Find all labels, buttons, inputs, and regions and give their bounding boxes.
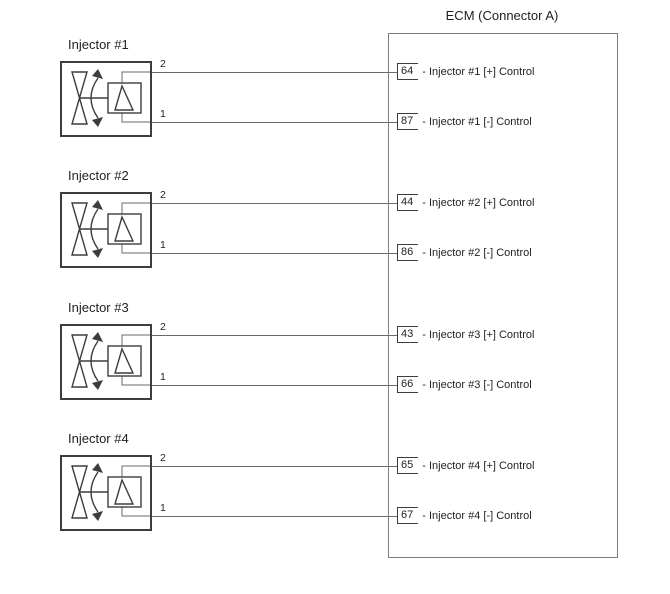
injector-symbol [60,324,152,400]
solenoid-box [107,213,142,245]
ecm-pin-66: 66 - Injector #3 [-] Control [397,376,532,393]
pin-label: - Injector #4 [-] Control [422,509,532,522]
ecm-pin-44: 44 - Injector #2 [+] Control [397,194,534,211]
ecm-title: ECM (Connector A) [445,8,559,23]
nozzle-triangle [114,347,135,374]
injector-3-label: Injector #3 [68,300,129,315]
injector-1-block: Injector #1 2 1 [60,37,240,141]
pin-number-box: 65 [397,457,419,474]
rotation-arrow-icon [90,471,99,513]
injector-2-block: Injector #2 2 1 [60,168,240,272]
injector-symbol [60,455,152,531]
pin-number-box: 66 [397,376,419,393]
rotation-arrow-icon [90,340,99,382]
valve-triangle-top [71,465,88,495]
terminal-2-label: 2 [160,189,166,201]
rotation-arrow-icon [90,208,99,250]
terminal-2-label: 2 [160,58,166,70]
terminal-1-label: 1 [160,108,166,120]
ecm-pin-64: 64 - Injector #1 [+] Control [397,63,534,80]
pin-number-box: 44 [397,194,419,211]
rotation-arrow-icon [90,77,99,119]
valve-triangle-bottom [71,358,88,388]
wire-inj4-minus [152,516,398,517]
terminal-1-label: 1 [160,239,166,251]
pin-number-box: 87 [397,113,419,130]
ecm-box [388,33,618,558]
wire-inj4-plus [152,466,398,467]
wire-inj1-minus [152,122,398,123]
nozzle-triangle [114,215,135,242]
injector-symbol [60,61,152,137]
injector-2-label: Injector #2 [68,168,129,183]
wire-inj1-plus [152,72,398,73]
valve-triangle-top [71,202,88,232]
pin-label: - Injector #4 [+] Control [422,459,535,472]
wire-inj3-plus [152,335,398,336]
pin-label: - Injector #1 [-] Control [422,115,532,128]
pin-number-box: 43 [397,326,419,343]
pin-number-box: 86 [397,244,419,261]
wire-inj2-minus [152,253,398,254]
valve-triangle-bottom [71,95,88,125]
valve-triangle-top [71,334,88,364]
ecm-pin-67: 67 - Injector #4 [-] Control [397,507,532,524]
injector-3-block: Injector #3 2 1 [60,300,240,404]
pin-label: - Injector #2 [-] Control [422,246,532,259]
wire-inj3-minus [152,385,398,386]
ecm-pin-65: 65 - Injector #4 [+] Control [397,457,534,474]
injector-4-block: Injector #4 2 1 [60,431,240,535]
ecm-pin-43: 43 - Injector #3 [+] Control [397,326,534,343]
pin-number-box: 64 [397,63,419,80]
solenoid-box [107,82,142,114]
solenoid-box [107,476,142,508]
pin-label: - Injector #3 [-] Control [422,378,532,391]
ecm-pin-86: 86 - Injector #2 [-] Control [397,244,532,261]
injector-4-label: Injector #4 [68,431,129,446]
terminal-2-label: 2 [160,452,166,464]
injector-1-label: Injector #1 [68,37,129,52]
pin-label: - Injector #2 [+] Control [422,196,535,209]
terminal-1-label: 1 [160,502,166,514]
nozzle-triangle [114,84,135,111]
injector-symbol [60,192,152,268]
valve-triangle-top [71,71,88,101]
valve-triangle-bottom [71,489,88,519]
wire-inj2-plus [152,203,398,204]
pin-label: - Injector #1 [+] Control [422,65,535,78]
terminal-1-label: 1 [160,371,166,383]
pin-number-box: 67 [397,507,419,524]
pin-label: - Injector #3 [+] Control [422,328,535,341]
ecm-pin-87: 87 - Injector #1 [-] Control [397,113,532,130]
solenoid-box [107,345,142,377]
nozzle-triangle [114,478,135,505]
valve-triangle-bottom [71,226,88,256]
terminal-2-label: 2 [160,321,166,333]
